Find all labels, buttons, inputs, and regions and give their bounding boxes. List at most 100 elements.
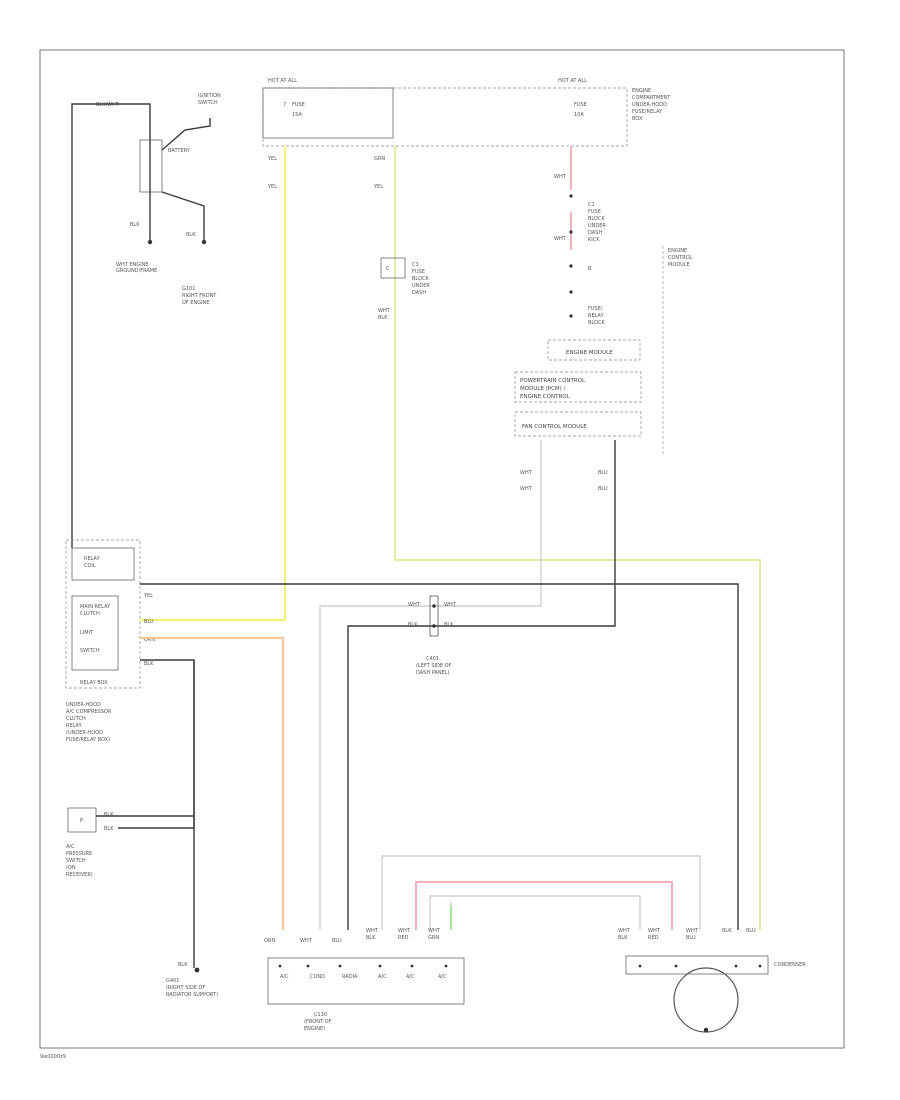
svg-text:C130: C130 — [314, 1012, 327, 1018]
svg-text:ORN: ORN — [264, 938, 275, 944]
svg-text:BLK: BLK — [104, 826, 114, 832]
svg-text:(UNDER-HOOD: (UNDER-HOOD — [66, 730, 103, 736]
svg-text:C: C — [386, 266, 390, 272]
svg-text:ENGINE: ENGINE — [632, 88, 651, 94]
svg-text:POWERTRAIN CONTROL: POWERTRAIN CONTROL — [520, 378, 586, 384]
svg-text:A/C: A/C — [378, 974, 387, 980]
svg-text:HOT AT ALL: HOT AT ALL — [268, 78, 297, 84]
fan-motor: WHT BLK WHT RED WHT BLU BLK BLU CONDENSE… — [618, 928, 806, 1033]
svg-text:WHT: WHT — [428, 928, 441, 934]
svg-text:COMPARTMENT: COMPARTMENT — [632, 95, 671, 101]
svg-text:UNDER: UNDER — [412, 283, 430, 289]
svg-text:BLK: BLK — [408, 622, 418, 628]
svg-text:UNDER: UNDER — [588, 223, 606, 229]
relay-c: C C3 FUSE BLOCK UNDER DASH WHT BLK — [378, 257, 430, 321]
svg-text:RED: RED — [648, 935, 659, 941]
fuse-wire-labels: YEL YEL GRN YEL WHT WHT C1 FUSE BLOCK UN… — [267, 156, 606, 243]
svg-text:OF ENGINE: OF ENGINE — [182, 300, 210, 306]
svg-text:CLUTCH: CLUTCH — [80, 611, 100, 617]
svg-text:BLK: BLK — [618, 935, 628, 941]
svg-text:(RIGHT SIDE OF: (RIGHT SIDE OF — [166, 985, 205, 991]
svg-text:BLOCK: BLOCK — [588, 216, 605, 222]
svg-text:CONDENSER: CONDENSER — [774, 962, 806, 968]
svg-text:GRN: GRN — [428, 935, 439, 941]
svg-text:ENGINE CONTROL: ENGINE CONTROL — [520, 394, 571, 400]
pressure-switch: P BLK BLK A/C PRESSURE SWITCH (ON RECEIV… — [66, 807, 114, 878]
upper-left-relay: BLK/WHT IGNITION SWITCH BATTERY BLK BLK … — [96, 93, 221, 306]
svg-text:WHT: WHT — [520, 470, 533, 476]
svg-text:PRESSURE: PRESSURE — [66, 851, 92, 857]
svg-text:WHT: WHT — [648, 928, 661, 934]
svg-text:BLU: BLU — [598, 470, 608, 476]
svg-text:BLK: BLK — [722, 928, 732, 934]
svg-text:WHT: WHT — [618, 928, 631, 934]
svg-text:MAIN RELAY: MAIN RELAY — [80, 604, 111, 610]
fuse-box: HOT AT ALL HOT AT ALL 7 FUSE 15A FUSE 10… — [262, 78, 671, 147]
svg-text:DASH: DASH — [412, 290, 426, 296]
svg-text:10A: 10A — [574, 112, 584, 118]
svg-text:SWITCH: SWITCH — [198, 100, 218, 106]
svg-text:ENGINE): ENGINE) — [304, 1026, 325, 1032]
svg-text:7: 7 — [283, 102, 286, 108]
svg-text:15A: 15A — [292, 112, 302, 118]
svg-text:FUSE/RELAY BOX): FUSE/RELAY BOX) — [66, 737, 110, 743]
svg-text:BLK: BLK — [178, 962, 188, 968]
svg-text:BLK: BLK — [444, 622, 454, 628]
svg-text:COND: COND — [310, 974, 325, 980]
svg-text:WHT: WHT — [408, 602, 421, 608]
svg-text:C1: C1 — [588, 202, 595, 208]
svg-text:(FRONT OF: (FRONT OF — [304, 1019, 332, 1025]
svg-text:G101: G101 — [182, 286, 195, 292]
svg-text:B: B — [588, 266, 592, 272]
svg-text:YEL: YEL — [373, 184, 383, 190]
svg-text:YEL: YEL — [267, 184, 277, 190]
svg-text:DASH: DASH — [588, 230, 602, 236]
svg-text:MODULE: MODULE — [668, 262, 690, 268]
svg-text:BLK: BLK — [130, 222, 140, 228]
svg-text:YEL: YEL — [143, 593, 153, 599]
svg-text:A/C: A/C — [66, 844, 75, 850]
svg-text:BLU: BLU — [746, 928, 756, 934]
svg-text:RELAY: RELAY — [84, 556, 101, 562]
svg-text:C3: C3 — [412, 262, 419, 268]
svg-text:IGNITION: IGNITION — [198, 93, 221, 99]
svg-text:RADIA: RADIA — [342, 974, 358, 980]
connector-c: WHT WHT BLK BLK C401 (LEFT SIDE OF DASH … — [408, 595, 457, 676]
svg-text:RELAY: RELAY — [588, 313, 605, 319]
relay-assembly: RELAY COIL MAIN RELAY CLUTCH LIMIT SWITC… — [65, 539, 155, 743]
svg-text:CLUTCH: CLUTCH — [66, 716, 86, 722]
svg-text:(ON: (ON — [66, 865, 76, 871]
svg-text:WHT: WHT — [398, 928, 411, 934]
svg-text:FUSE: FUSE — [588, 209, 601, 215]
svg-text:WHT: WHT — [444, 602, 457, 608]
svg-text:A/C: A/C — [406, 974, 415, 980]
svg-text:RELAY: RELAY — [66, 723, 83, 729]
svg-text:WHT ENGINE: WHT ENGINE — [116, 262, 149, 268]
svg-text:KICK: KICK — [588, 237, 600, 243]
svg-text:GRN: GRN — [374, 156, 385, 162]
svg-text:LIMIT: LIMIT — [80, 630, 94, 636]
svg-text:BATTERY: BATTERY — [168, 148, 191, 154]
bottom-connector: ORN WHT BLU WHT BLK WHT RED WHT GRN A/C … — [264, 928, 465, 1032]
svg-text:GROUND/FRAME: GROUND/FRAME — [116, 268, 157, 274]
svg-text:BLK: BLK — [104, 812, 114, 818]
svg-text:BLOCK: BLOCK — [412, 276, 429, 282]
svg-text:DASH PANEL): DASH PANEL) — [416, 670, 450, 676]
control-boxes: ENGINE MODULE POWERTRAIN CONTROL MODULE … — [514, 246, 693, 492]
svg-text:ENGINE: ENGINE — [668, 248, 687, 254]
svg-text:WHT: WHT — [378, 308, 391, 314]
svg-text:WHT: WHT — [554, 174, 567, 180]
svg-text:BLU: BLU — [332, 938, 342, 944]
svg-text:HOT AT ALL: HOT AT ALL — [558, 78, 587, 84]
svg-text:SWITCH: SWITCH — [80, 648, 100, 654]
svg-text:FUSE: FUSE — [574, 102, 587, 108]
svg-text:UNDER-HOOD: UNDER-HOOD — [66, 702, 101, 708]
svg-text:RECEIVER): RECEIVER) — [66, 872, 93, 878]
svg-text:BLU: BLU — [598, 486, 608, 492]
svg-text:RADIATOR SUPPORT): RADIATOR SUPPORT) — [166, 992, 218, 998]
svg-text:WHT: WHT — [686, 928, 699, 934]
svg-text:BLK/WHT: BLK/WHT — [96, 102, 120, 108]
svg-text:BOX: BOX — [632, 116, 643, 122]
svg-text:BLK: BLK — [378, 315, 388, 321]
